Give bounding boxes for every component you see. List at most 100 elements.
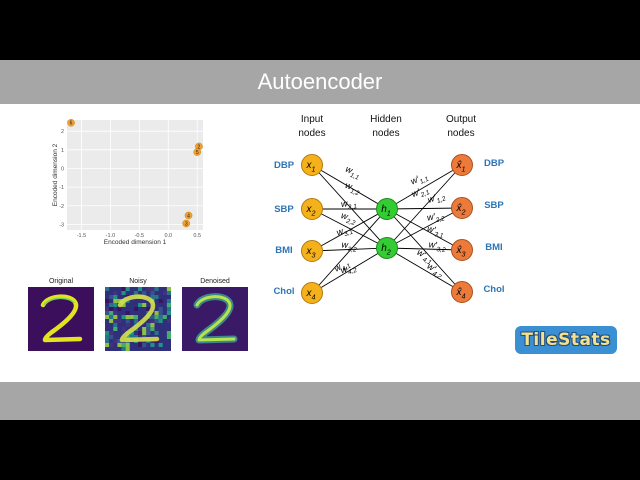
input-var-label-sbp: SBP: [274, 204, 294, 215]
scatter-point-label: 5: [196, 150, 199, 156]
x-tick-label: 0.5: [193, 233, 201, 239]
input-node-x1: x1: [301, 154, 323, 176]
input-var-label-bmi: BMI: [275, 245, 292, 256]
output-node-xhat4-label: x̂4: [456, 286, 466, 301]
weight-label-w-3-2: w3,2: [341, 239, 358, 253]
weight-label-wprime-2-1: w′2,1: [410, 183, 431, 202]
output-var-label-dbp: DBP: [484, 158, 505, 169]
panel-label-noisy: Noisy: [129, 278, 147, 285]
input-node-x4: x4: [301, 282, 323, 304]
weight-label-wprime-1-1: w′1,1: [409, 170, 430, 189]
plot-panel: [67, 120, 203, 230]
weight-label-w-4-2: w4,2: [339, 261, 358, 278]
digit-image-noisy: [105, 287, 171, 351]
weight-label-w-4-1: w4,1: [332, 257, 352, 276]
output-node-xhat2-label: x̂2: [456, 202, 466, 217]
weight-label-wprime-3-2: w′3,2: [428, 239, 447, 254]
x-tick-label: -1.0: [106, 233, 115, 239]
connection-hidden-2-output-3: [386, 247, 463, 251]
connection-input-3-hidden-2: [311, 247, 388, 252]
input-node-x3: x3: [301, 240, 323, 262]
digit-image-original: [28, 287, 94, 351]
scatter-point: 4: [184, 211, 193, 219]
scatter-point: 5: [193, 148, 202, 156]
weight-label-w-2-1: w2,1: [340, 197, 358, 212]
input-var-label-dbp: DBP: [274, 160, 295, 171]
autoencoder-network: Input nodes Hidden nodes Output nodes DB…: [273, 114, 505, 304]
connection-input-4-hidden-2: [311, 247, 388, 294]
title-band: Autoencoder: [0, 60, 640, 104]
output-node-xhat1: x̂1: [451, 154, 473, 176]
output-var-label-sbp: SBP: [484, 200, 504, 211]
network-connections: [311, 164, 463, 294]
connection-hidden-1-output-1: [386, 164, 463, 210]
weight-label-wprime-2-2: w′2,2: [426, 209, 446, 226]
weight-label-wprime-3-1: w′3,1: [426, 223, 446, 240]
input-node-x4-label: x4: [306, 288, 316, 302]
tilestats-logo: TileStats: [515, 326, 617, 354]
logo-text: TileStats: [521, 330, 611, 350]
panel-label-denoised: Denoised: [200, 278, 230, 285]
hidden-node-h1-label: h1: [381, 204, 391, 218]
input-node-x2-label: x2: [306, 204, 316, 218]
hidden-header-line2: nodes: [372, 128, 399, 139]
connection-input-1-hidden-1: [311, 164, 388, 210]
connection-input-3-hidden-1: [311, 208, 388, 252]
input-node-x3-label: x3: [306, 246, 316, 260]
weight-label-wprime-4-1: w′4,1: [414, 247, 436, 267]
input-var-label-chol: Chol: [273, 286, 294, 297]
output-node-xhat1-label: x̂1: [456, 159, 466, 174]
scatter-points: 6 25 4 3: [67, 118, 203, 227]
panel-label-original: Original: [49, 278, 74, 285]
input-header-line2: nodes: [298, 128, 325, 139]
connection-hidden-1-output-3: [386, 208, 463, 251]
y-tick-label: -3: [59, 222, 64, 228]
connection-hidden-2-output-2: [386, 207, 463, 249]
network-nodes: x1 x2 x3 x4 h1 h2 x̂1 x̂2 x̂3 x̂4: [301, 154, 473, 304]
digit-panels: Original Noisy Denoised: [28, 278, 248, 351]
x-tick-label: -0.5: [135, 233, 144, 239]
y-tick-label: -2: [59, 204, 64, 210]
output-node-xhat3-label: x̂3: [456, 244, 466, 259]
output-node-xhat3: x̂3: [451, 239, 473, 261]
output-header-line1: Output: [446, 114, 476, 125]
connection-hidden-1-output-4: [386, 208, 463, 293]
output-var-label-bmi: BMI: [485, 242, 502, 253]
footer-band: [0, 382, 640, 420]
output-header-line2: nodes: [447, 128, 474, 139]
hidden-node-h1: h1: [376, 198, 398, 220]
connection-input-1-hidden-2: [311, 164, 388, 249]
output-node-xhat2: x̂2: [451, 197, 473, 219]
input-node-x2: x2: [301, 198, 323, 220]
scatter-point-label: 2: [198, 144, 201, 150]
weight-label-w-1-2: w1,2: [343, 180, 362, 197]
weight-label-w-3-1: w3,1: [335, 223, 354, 241]
input-header-line1: Input: [301, 114, 323, 125]
x-tick-label: -1.5: [77, 233, 86, 239]
scatter-point-label: 6: [70, 121, 73, 127]
scatter-point-label: 3: [185, 221, 188, 227]
connection-hidden-1-output-2: [386, 207, 463, 210]
connection-hidden-2-output-4: [386, 247, 463, 293]
output-node-xhat4: x̂4: [451, 281, 473, 303]
digit-image-denoised: [182, 287, 248, 351]
hidden-node-h2: h2: [376, 237, 398, 259]
scatter-point: 3: [182, 219, 191, 227]
connection-hidden-2-output-1: [386, 164, 463, 249]
x-axis-label: Encoded dimension 1: [104, 239, 167, 246]
connection-input-2-hidden-2: [311, 208, 388, 249]
slide-title: Autoencoder: [257, 69, 383, 94]
y-tick-label: -1: [59, 185, 64, 191]
weight-labels: w1,1w1,2w2,1w2,2w3,1w3,2w4,1w4,2w′1,1w′2…: [332, 164, 447, 281]
input-node-x1-label: x1: [306, 160, 316, 174]
weight-label-wprime-1-2: w′1,2: [426, 189, 447, 207]
y-tick-label: 1: [61, 148, 64, 154]
output-var-label-chol: Chol: [483, 284, 504, 295]
weight-label-w-2-2: w2,2: [339, 210, 358, 227]
y-tick-labels: 210-1-2-3: [59, 129, 64, 228]
scatter-point-label: 4: [187, 213, 190, 219]
connection-input-4-hidden-1: [311, 208, 388, 294]
